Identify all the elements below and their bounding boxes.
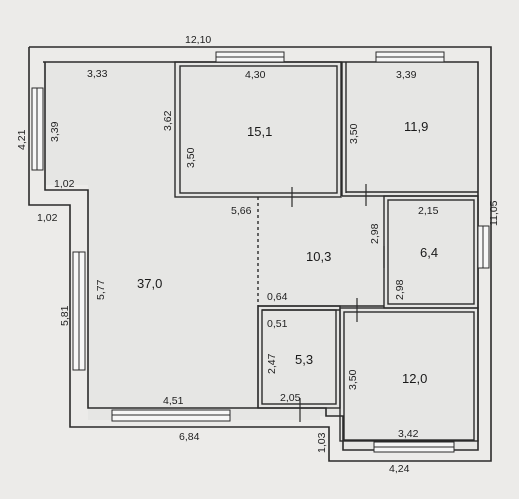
- room-area-label: 6,4: [420, 245, 438, 260]
- dimension-label: 0,64: [267, 291, 288, 303]
- dimension-label: 3,39: [396, 69, 417, 81]
- dimension-label: 4,30: [245, 69, 266, 81]
- dimension-label: 2,98: [369, 223, 381, 244]
- dimension-label: 5,81: [59, 305, 71, 326]
- wall-bedroom-3: [339, 307, 479, 442]
- room-area-label: 37,0: [137, 276, 162, 291]
- dimension-label: 0,51: [267, 318, 288, 330]
- outer-wall-outer-line: [28, 46, 492, 462]
- dimension-label: 2,15: [418, 205, 439, 217]
- room-area-label: 5,3: [295, 352, 313, 367]
- dimension-label: 3,42: [398, 428, 419, 440]
- floor-area: [43, 62, 478, 450]
- dimension-label: 5,77: [95, 279, 107, 300]
- dimension-label: 2,47: [266, 353, 278, 374]
- door-marks: [291, 184, 385, 422]
- dimension-label: 4,21: [16, 129, 28, 150]
- room-area-labels: 37,0 15,1 11,9 10,3 6,4 5,3 12,0: [137, 119, 438, 386]
- dimension-label: 12,10: [185, 34, 211, 46]
- wall-wc-inner: [261, 309, 337, 405]
- dimension-label: 2,05: [280, 392, 301, 404]
- dimension-label: 3,50: [185, 147, 197, 168]
- dimension-label: 3,50: [348, 123, 360, 144]
- room-area-label: 12,0: [402, 371, 427, 386]
- room-area-label: 10,3: [306, 249, 331, 264]
- dimension-label: 5,66: [231, 205, 252, 217]
- dimension-label: 1,02: [37, 212, 58, 224]
- windows: [31, 51, 490, 453]
- dimension-label: 1,02: [54, 178, 75, 190]
- dimension-labels: 12,10 3,33 4,30 3,39 4,21 3,39 3,62 3,50…: [16, 34, 500, 475]
- room-area-label: 15,1: [247, 124, 272, 139]
- dimension-label: 4,51: [163, 395, 184, 407]
- dimension-label: 3,39: [49, 121, 61, 142]
- room-area-label: 11,9: [404, 119, 428, 134]
- dimension-label: 6,84: [179, 431, 200, 443]
- wall-bedroom-3-inner: [343, 311, 475, 441]
- dimension-label: 3,33: [87, 68, 108, 80]
- dimension-label: 11,05: [488, 200, 500, 226]
- wall-bath-inner: [387, 199, 475, 305]
- dimension-label: 3,50: [347, 369, 359, 390]
- dimension-label: 2,98: [394, 279, 406, 300]
- wall-bedroom-1-inner: [179, 65, 338, 194]
- interior-walls: [174, 61, 479, 442]
- dimension-label: 3,62: [162, 110, 174, 131]
- dimension-label: 1,03: [316, 432, 328, 453]
- dimension-label: 4,24: [389, 463, 410, 475]
